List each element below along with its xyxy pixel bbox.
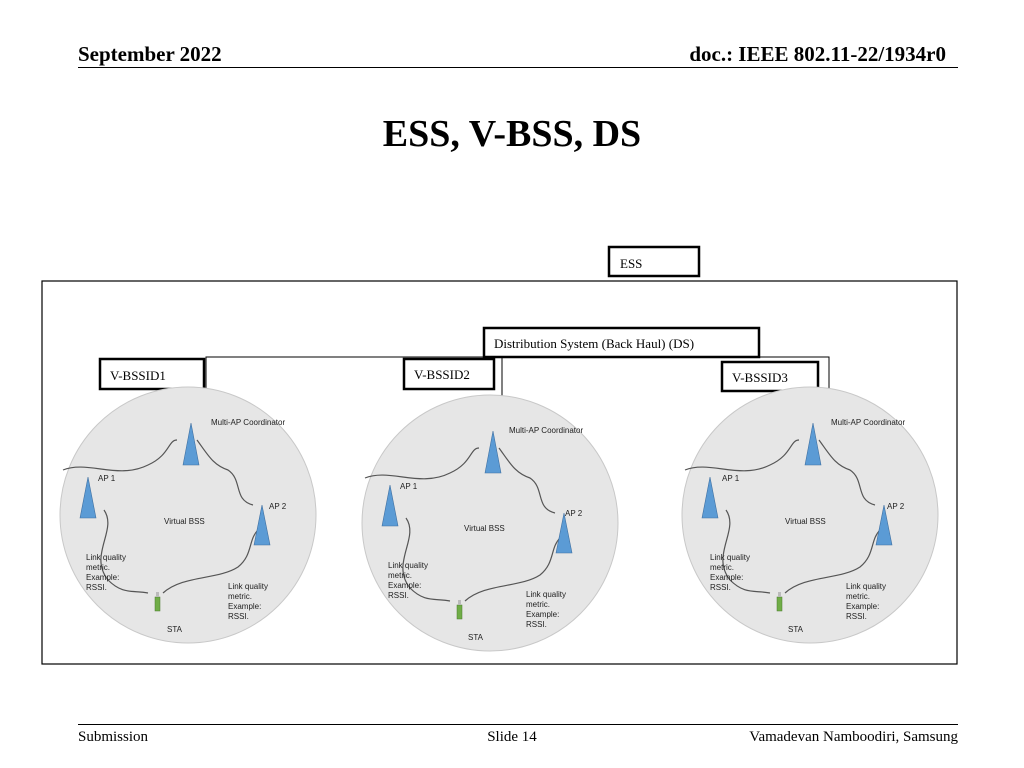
virtual-bss-3: Multi-AP Coordinator AP 1 AP 2 Virtual B… bbox=[681, 386, 939, 644]
header-doc-id: doc.: IEEE 802.11-22/1934r0 bbox=[689, 42, 946, 66]
footer-slide-number: Slide 14 bbox=[487, 729, 537, 745]
svg-text:Link quality: Link quality bbox=[228, 582, 268, 591]
svg-text:Example:: Example: bbox=[710, 573, 743, 582]
svg-text:metric.: metric. bbox=[710, 563, 734, 572]
virtual-bss-label: Virtual BSS bbox=[164, 517, 205, 526]
ap1-label: AP 1 bbox=[722, 474, 740, 483]
footer-rule bbox=[78, 724, 958, 725]
coordinator-label: Multi-AP Coordinator bbox=[211, 418, 285, 427]
ds-label-box bbox=[482, 326, 761, 359]
coordinator-label: Multi-AP Coordinator bbox=[509, 426, 583, 435]
svg-text:RSSI.: RSSI. bbox=[846, 612, 867, 621]
metric-left: Link quality metric. Example: RSSI. bbox=[86, 553, 126, 592]
virtual-bss-label: Virtual BSS bbox=[464, 524, 505, 533]
ds-label: Distribution System (Back Haul) (DS) bbox=[494, 336, 694, 351]
svg-text:Link quality: Link quality bbox=[846, 582, 886, 591]
svg-text:Example:: Example: bbox=[846, 602, 879, 611]
svg-text:Link quality: Link quality bbox=[86, 553, 126, 562]
metric-left: Link quality metric. Example: RSSI. bbox=[388, 561, 428, 600]
vbssid2-box bbox=[402, 357, 496, 391]
ap1-label: AP 1 bbox=[400, 482, 418, 491]
svg-text:Link quality: Link quality bbox=[388, 561, 428, 570]
svg-text:Example:: Example: bbox=[86, 573, 119, 582]
svg-text:Link quality: Link quality bbox=[526, 590, 566, 599]
svg-text:RSSI.: RSSI. bbox=[228, 612, 249, 621]
vbssid1-label: V-BSSID1 bbox=[110, 368, 166, 383]
metric-left: Link quality metric. Example: RSSI. bbox=[710, 553, 750, 592]
header-rule bbox=[78, 67, 958, 68]
svg-text:RSSI.: RSSI. bbox=[388, 591, 409, 600]
sta-label: STA bbox=[788, 625, 804, 634]
vbssid1-box bbox=[98, 357, 206, 391]
virtual-bss-1: Multi-AP Coordinator AP 1 AP 2 Virtual B… bbox=[59, 386, 317, 644]
metric-right: Link quality metric. Example: RSSI. bbox=[846, 582, 886, 621]
virtual-bss-label: Virtual BSS bbox=[785, 517, 826, 526]
coordinator-label: Multi-AP Coordinator bbox=[831, 418, 905, 427]
slide-title: ESS, V-BSS, DS bbox=[382, 113, 642, 155]
vbssid3-label: V-BSSID3 bbox=[732, 370, 788, 385]
ess-container bbox=[41, 280, 958, 665]
svg-text:metric.: metric. bbox=[526, 600, 550, 609]
header-date: September 2022 bbox=[78, 42, 222, 66]
svg-text:RSSI.: RSSI. bbox=[710, 583, 731, 592]
svg-text:metric.: metric. bbox=[846, 592, 870, 601]
svg-text:RSSI.: RSSI. bbox=[526, 620, 547, 629]
svg-text:metric.: metric. bbox=[388, 571, 412, 580]
vbssid2-label: V-BSSID2 bbox=[414, 367, 470, 382]
svg-text:Link quality: Link quality bbox=[710, 553, 750, 562]
metric-right: Link quality metric. Example: RSSI. bbox=[526, 590, 566, 629]
vbssid3-box bbox=[720, 360, 820, 393]
svg-text:metric.: metric. bbox=[86, 563, 110, 572]
ess-label: ESS bbox=[620, 256, 642, 271]
footer-author: Vamadevan Namboodiri, Samsung bbox=[749, 729, 958, 745]
svg-text:Example:: Example: bbox=[228, 602, 261, 611]
ap2-label: AP 2 bbox=[269, 502, 287, 511]
sta-label: STA bbox=[468, 633, 484, 642]
footer-submission: Submission bbox=[78, 729, 149, 745]
svg-text:Example:: Example: bbox=[526, 610, 559, 619]
ap2-label: AP 2 bbox=[565, 509, 583, 518]
metric-right: Link quality metric. Example: RSSI. bbox=[228, 582, 268, 621]
svg-text:RSSI.: RSSI. bbox=[86, 583, 107, 592]
ap1-label: AP 1 bbox=[98, 474, 116, 483]
virtual-bss-2: Multi-AP Coordinator AP 1 AP 2 Virtual B… bbox=[361, 394, 619, 652]
ap2-label: AP 2 bbox=[887, 502, 905, 511]
sta-label: STA bbox=[167, 625, 183, 634]
svg-text:Example:: Example: bbox=[388, 581, 421, 590]
svg-text:metric.: metric. bbox=[228, 592, 252, 601]
ess-label-box bbox=[607, 245, 701, 278]
